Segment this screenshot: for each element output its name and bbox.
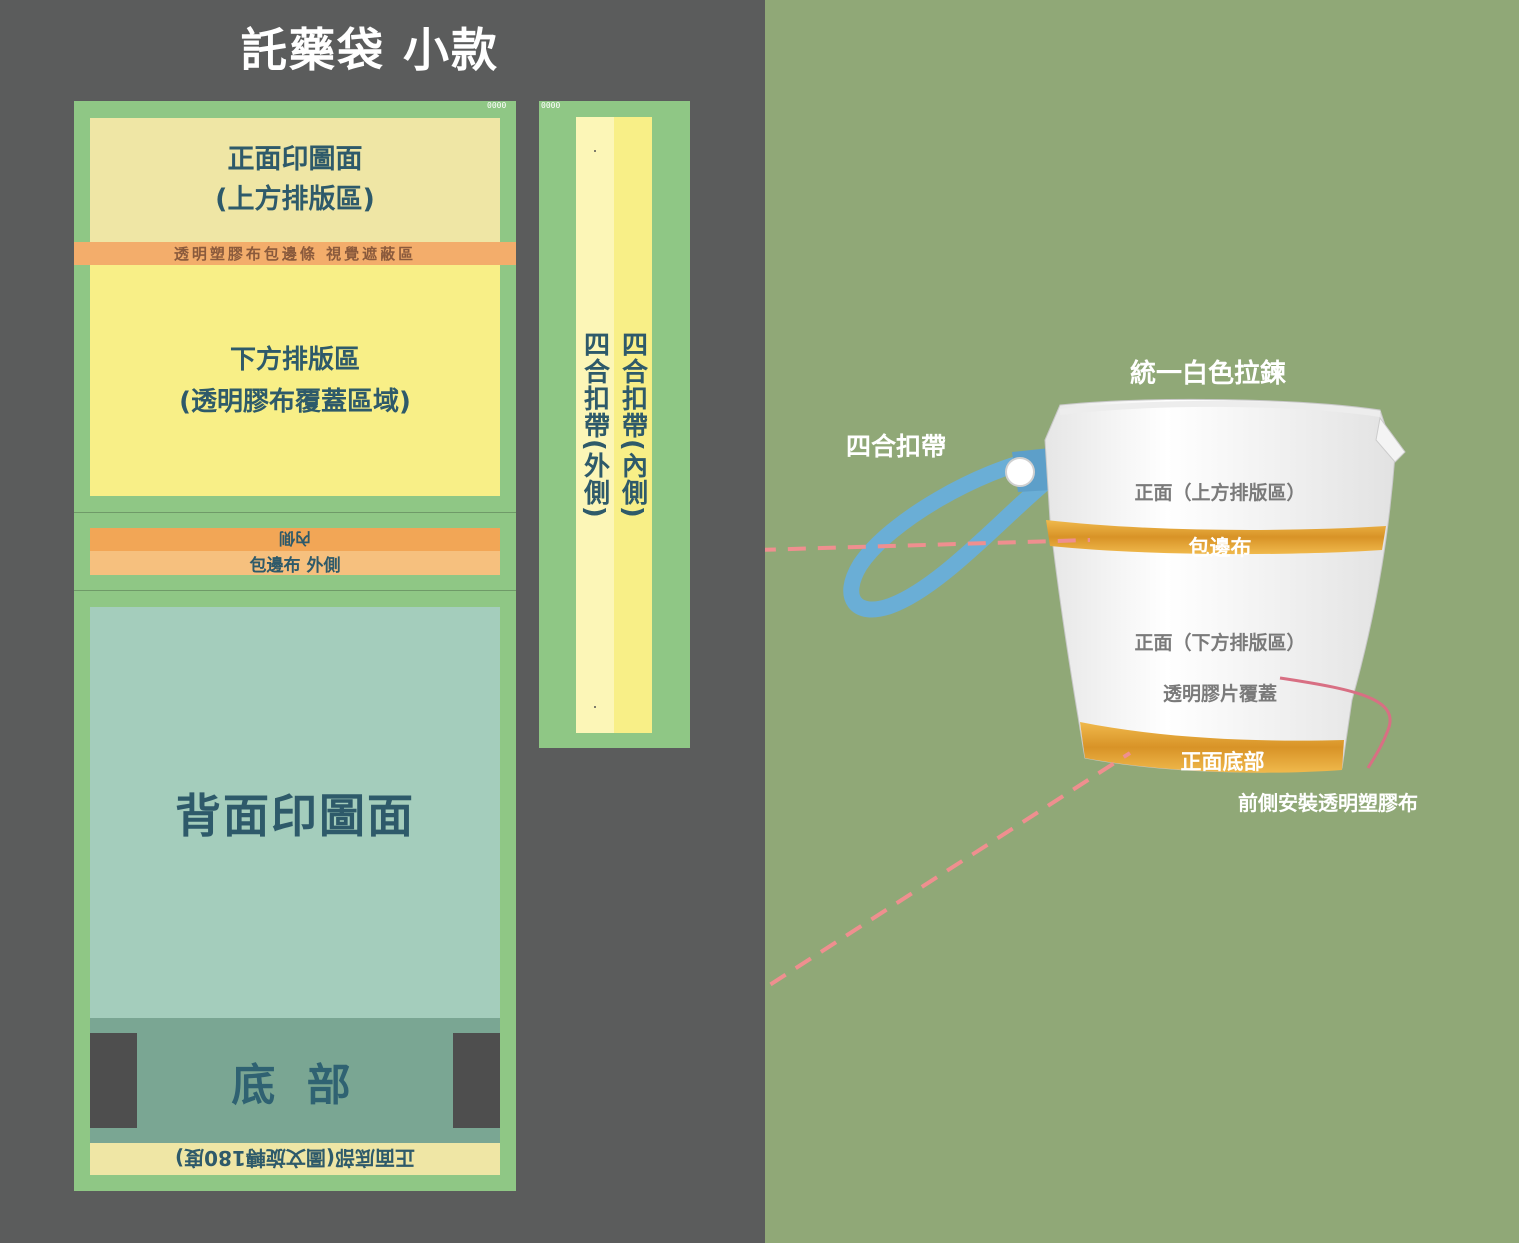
bag-clear-cover-label: 透明膠片覆蓋 <box>1162 683 1277 705</box>
bag-front-base-label: 正面底部 <box>1180 750 1265 774</box>
strap-label: 四合扣帶 <box>846 432 947 461</box>
front-note-label: 前側安裝透明塑膠布 <box>1238 791 1418 815</box>
strap-inner-band: 四合扣帶(內側) <box>614 117 652 733</box>
binding-strip-label: 透明塑膠布包邊條 視覺遮蔽區 <box>173 245 417 263</box>
bottom-corner-left <box>90 1033 137 1128</box>
front-bottom-strip: 正面底部(圖文旋轉180度) <box>90 1143 500 1175</box>
edge-inner-label: 內側 <box>278 528 311 548</box>
bottom-area: 底 部 <box>90 1018 500 1143</box>
strap-outer-band: 四合扣帶(外側) <box>576 117 614 733</box>
clear-cover-callout <box>1279 676 1392 769</box>
back-print-label: 背面印圖面 <box>175 788 415 843</box>
bag-binding-band <box>1046 520 1386 555</box>
bag-bottom-band <box>1080 722 1344 773</box>
strap-snap-dot-top <box>594 150 596 152</box>
main-code-tag: 0000 <box>487 101 507 110</box>
strap-inner-label: 四合扣帶(內側) <box>617 331 648 519</box>
edge-outer-strip: 包邊布 外側 <box>90 551 500 576</box>
bottom-label: 底 部 <box>231 1059 359 1111</box>
zipper-label: 統一白色拉鍊 <box>1130 359 1287 389</box>
front-bottom-area: 下方排版區 (透明膠布覆蓋區域) <box>90 265 500 496</box>
connector-binding <box>765 538 1091 552</box>
strap-code-tag: 0000 <box>541 101 561 110</box>
divider-1 <box>74 512 516 513</box>
bag-zipper <box>1059 400 1381 417</box>
bag-binding-label: 包邊布 <box>1188 536 1252 560</box>
strap-snap-dot-bottom <box>594 706 596 708</box>
connector-bottom <box>765 751 1132 991</box>
front-top-area: 正面印圖面 (上方排版區) <box>90 118 500 242</box>
strap-outer-label: 四合扣帶(外側) <box>579 331 610 519</box>
front-bottom-line2: (透明膠布覆蓋區域) <box>179 386 411 417</box>
page-title: 託藥袋 小款 <box>240 23 499 77</box>
front-top-line1: 正面印圖面 <box>227 144 363 175</box>
binding-strip: 透明塑膠布包邊條 視覺遮蔽區 <box>74 242 516 265</box>
bottom-corner-right <box>453 1033 500 1128</box>
bag-snap-button <box>1005 457 1035 487</box>
bag-illustration <box>765 398 1406 991</box>
divider-2 <box>74 590 516 591</box>
edge-inner-strip: 內側 <box>90 528 500 551</box>
edge-outer-label: 包邊布 外側 <box>249 555 341 576</box>
bag-front-top-label: 正面（上方排版區） <box>1134 482 1306 504</box>
front-top-line2: (上方排版區) <box>215 184 375 215</box>
front-bottom-line1: 下方排版區 <box>229 344 360 375</box>
bag-body <box>1044 398 1396 773</box>
bag-front-bottom-label: 正面（下方排版區） <box>1134 632 1306 654</box>
front-bottom-strip-label: 正面底部(圖文旋轉180度) <box>174 1145 416 1170</box>
back-print-area: 背面印圖面 <box>90 607 500 1018</box>
